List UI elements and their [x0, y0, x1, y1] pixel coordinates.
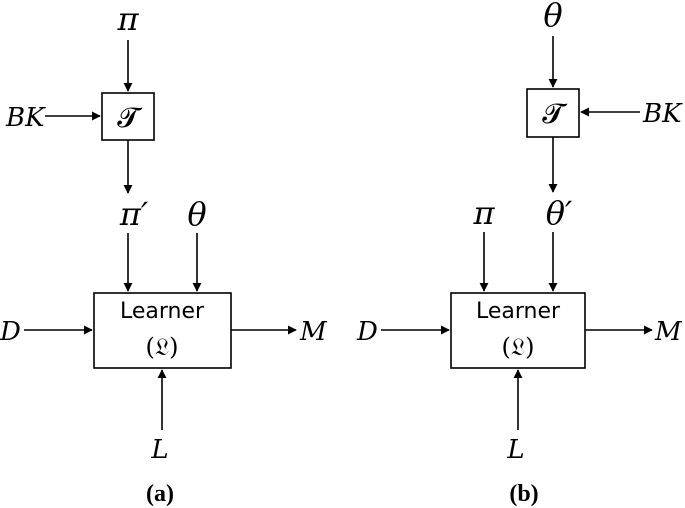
panel-a-data-input-label: D [0, 317, 21, 347]
panel-b-learner-box [450, 292, 586, 369]
panel-a-top-input-label: π [116, 0, 139, 38]
panel-b-transformed-output-label: θ′ [546, 194, 573, 232]
panel-a-loss-input-label: L [150, 435, 168, 465]
panel-a-learner-symbol: (𝔏) [146, 333, 179, 361]
panel-b-top-input-label: θ [543, 0, 562, 34]
panel-b-learner-symbol: (𝔏) [502, 333, 535, 361]
panel-b-model-output-label: M [654, 317, 683, 347]
panel-a-bk-label: BK [5, 103, 46, 133]
panel-b-caption: (b) [509, 481, 538, 507]
panel-b-learner-title: Learner [476, 299, 561, 324]
panel-a-learner-title: Learner [120, 299, 205, 324]
panel-a: π 𝓣 BK π′ θ Learner (𝔏) D M L (a) [0, 0, 328, 507]
panel-b-second-input-label: π [472, 194, 495, 232]
panel-a-caption: (a) [146, 481, 174, 507]
panel-b-bk-label: BK [642, 99, 683, 129]
panel-a-learner-box [93, 292, 232, 369]
panel-b-loss-input-label: L [506, 435, 524, 465]
panel-b: θ 𝓣 BK π θ′ Learner (𝔏) D M L (b) [356, 0, 683, 507]
panel-a-transformed-output-label: π′ [119, 195, 149, 233]
panel-a-model-output-label: M [299, 317, 328, 347]
panel-b-data-input-label: D [356, 317, 378, 347]
panel-a-second-input-label: θ [187, 195, 206, 233]
